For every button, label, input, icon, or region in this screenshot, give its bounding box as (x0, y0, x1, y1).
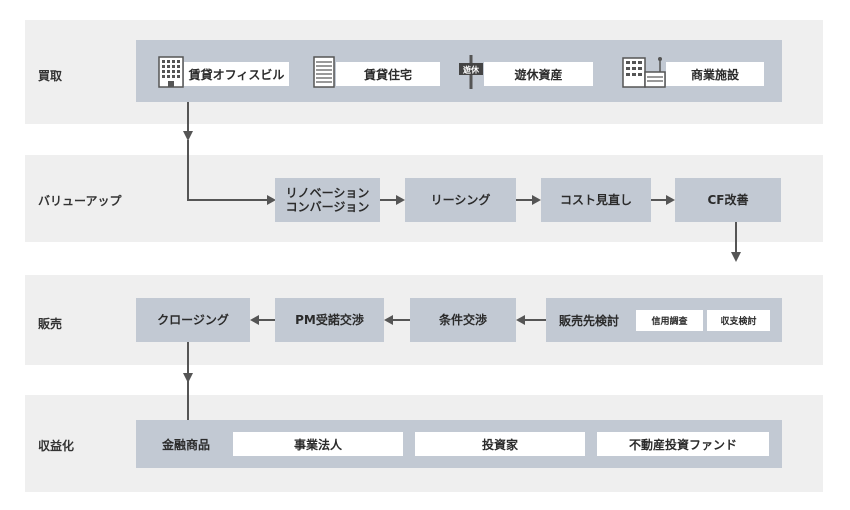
sub-credit-check: 信用調査 (636, 310, 703, 331)
arrow-right-icon (666, 195, 675, 205)
apartment-icon (313, 56, 335, 88)
office-building-icon (158, 56, 184, 88)
step-pm-negotiation: PM受諾交渉 (275, 298, 384, 342)
acquisition-item-residential: 賃貸住宅 (336, 62, 440, 86)
monetization-item-investors: 投資家 (415, 432, 585, 456)
arrow-left-icon (250, 315, 259, 325)
stage-label-monetization: 収益化 (38, 439, 75, 453)
monetization-item-real-estate-fund: 不動産投資ファンド (597, 432, 769, 456)
arrow-left-icon (516, 315, 525, 325)
monetization-item-corporations: 事業法人 (233, 432, 403, 456)
step-cost-review: コスト見直し (541, 178, 651, 222)
idle-asset-sign-icon: 遊休 (459, 55, 483, 89)
arrow-down-icon (731, 252, 741, 262)
arrow-down-icon (183, 131, 193, 141)
step-cf-improvement: CF改善 (675, 178, 781, 222)
acquisition-item-idle: 遊休資産 (484, 62, 593, 86)
sub-income-review: 収支検討 (707, 310, 770, 331)
step-closing: クロージング (136, 298, 250, 342)
arrow-right-icon (267, 195, 276, 205)
step-buyer-review-label: 販売先検討 (559, 313, 620, 328)
shopping-facility-icon (622, 57, 666, 88)
arrow-down-icon (183, 373, 193, 383)
stage-label-acquisition: 買取 (38, 69, 63, 83)
stage-label-sales: 販売 (38, 317, 63, 331)
step-renovation-line2: コンバージョン (285, 200, 370, 214)
step-renovation-conversion: リノベーション コンバージョン (275, 178, 380, 222)
arrow-left-icon (384, 315, 393, 325)
arrow-right-icon (396, 195, 405, 205)
idle-sign-text: 遊休 (463, 65, 480, 75)
arrow-right-icon (532, 195, 541, 205)
step-renovation-line1: リノベーション (285, 186, 370, 200)
step-leasing: リーシング (405, 178, 516, 222)
monetization-title: 金融商品 (162, 437, 211, 452)
acquisition-item-office: 賃貸オフィスビル (184, 62, 289, 86)
acquisition-item-commercial: 商業施設 (666, 62, 764, 86)
stage-label-value-up: バリューアップ (38, 194, 122, 208)
step-negotiation: 条件交渉 (410, 298, 516, 342)
